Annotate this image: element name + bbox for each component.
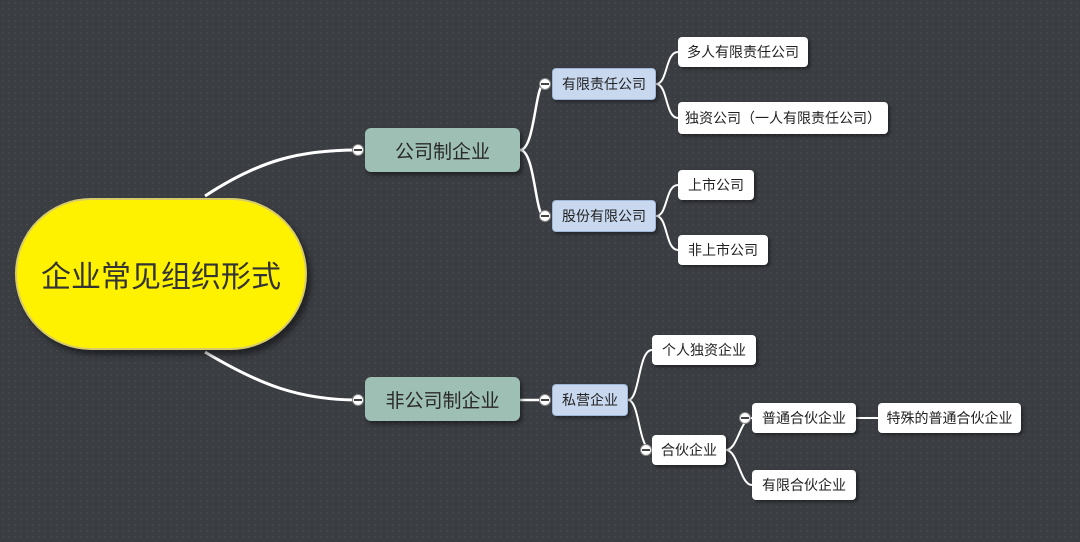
leaf-special-general-partnership-label: 特殊的普通合伙企业 [886,411,1013,427]
node-llc[interactable]: 有限责任公司 [552,68,656,100]
root-label: 企业常见组织形式 [41,260,281,295]
collapse-private-enterprise-icon[interactable] [539,394,551,406]
collapse-llc-icon[interactable] [539,78,551,90]
node-partnership-label: 合伙企业 [661,443,717,459]
node-noncompany-enterprise-label: 非公司制企业 [385,389,500,412]
leaf-unlisted-company-label: 非上市公司 [688,243,758,259]
leaf-unlisted-company[interactable]: 非上市公司 [678,235,768,265]
collapse-general-partnership-icon[interactable] [739,412,751,424]
leaf-listed-company[interactable]: 上市公司 [678,170,754,200]
collapse-company-enterprise-icon[interactable] [352,144,364,156]
leaf-sole-proprietorship[interactable]: 个人独资企业 [652,335,756,365]
connector-company-jsc [519,148,545,218]
connector-root-noncompany [204,350,359,402]
leaf-limited-partnership-label: 有限合伙企业 [762,478,846,494]
leaf-multi-llc-label: 多人有限责任公司 [687,45,799,61]
collapse-noncompany-enterprise-icon[interactable] [352,394,364,406]
node-jsc[interactable]: 股份有限公司 [552,200,656,232]
leaf-listed-company-label: 上市公司 [688,178,744,194]
connector-jsc-unlisted [655,215,679,251]
node-private-enterprise-label: 私营企业 [562,393,618,409]
node-company-enterprise[interactable]: 公司制企业 [365,128,520,172]
leaf-limited-partnership[interactable]: 有限合伙企业 [752,470,856,500]
connector-llc-sole [655,83,679,119]
node-partnership[interactable]: 合伙企业 [652,435,726,465]
connector-private-partnership [627,399,653,451]
connector-partnership-limited [725,449,753,486]
leaf-sole-proprietorship-label: 个人独资企业 [662,343,746,359]
node-company-enterprise-label: 公司制企业 [394,140,490,163]
node-general-partnership-label: 普通合伙企业 [762,411,846,427]
connector-private-sole [627,349,653,401]
node-noncompany-enterprise[interactable]: 非公司制企业 [365,377,520,421]
connector-company-llc [519,82,545,152]
connector-llc-multi [655,51,679,85]
root-node[interactable]: 企业常见组织形式 [15,198,307,350]
leaf-sole-company-label: 独资公司（一人有限责任公司） [685,111,881,127]
collapse-jsc-icon[interactable] [539,210,551,222]
leaf-special-general-partnership[interactable]: 特殊的普通合伙企业 [878,403,1021,433]
leaf-sole-company[interactable]: 独资公司（一人有限责任公司） [678,102,888,134]
collapse-partnership-icon[interactable] [640,444,652,456]
connector-root-company [204,148,359,198]
connector-jsc-listed [655,184,679,217]
node-private-enterprise[interactable]: 私营企业 [552,384,628,416]
node-jsc-label: 股份有限公司 [562,209,646,225]
node-general-partnership[interactable]: 普通合伙企业 [752,403,856,433]
node-llc-label: 有限责任公司 [562,77,646,93]
leaf-multi-llc[interactable]: 多人有限责任公司 [678,37,808,67]
